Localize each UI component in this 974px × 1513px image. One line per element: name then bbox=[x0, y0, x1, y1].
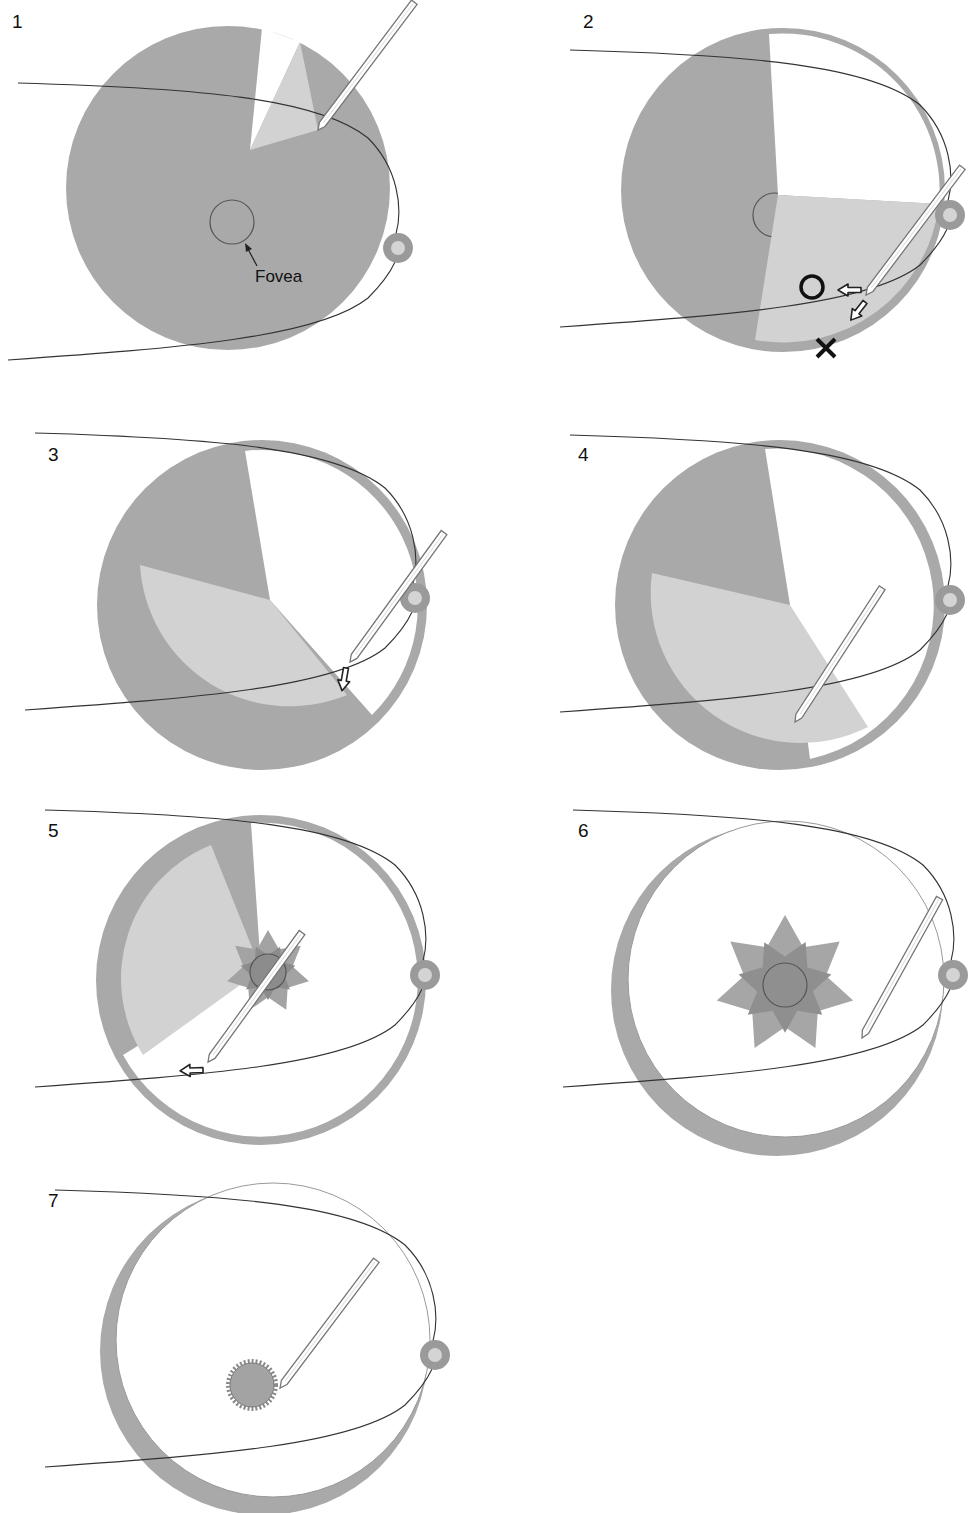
membrane-flap bbox=[755, 195, 939, 343]
forceps bbox=[859, 896, 943, 1039]
panel-4 bbox=[560, 435, 965, 770]
membrane-disk bbox=[615, 440, 945, 770]
leader-line bbox=[248, 249, 257, 266]
retina-disk bbox=[628, 821, 944, 1137]
panel-number: 4 bbox=[578, 445, 589, 466]
panel-7 bbox=[45, 1183, 450, 1513]
wrong-mark bbox=[817, 339, 835, 357]
forceps bbox=[205, 931, 305, 1065]
panel-number: 5 bbox=[48, 821, 59, 842]
wires-port bbox=[45, 1190, 450, 1467]
panel-number: 2 bbox=[583, 12, 594, 33]
wires-port bbox=[563, 810, 968, 1087]
forceps bbox=[792, 586, 885, 724]
fovea-circle bbox=[210, 200, 254, 244]
direction-arrow bbox=[336, 667, 352, 692]
remaining-membrane bbox=[725, 922, 848, 1044]
panel-number: 3 bbox=[48, 445, 59, 466]
membrane-disk bbox=[97, 440, 427, 770]
remaining-membrane bbox=[717, 915, 853, 1048]
wires-port bbox=[8, 83, 413, 360]
forceps bbox=[347, 531, 447, 665]
panel-6 bbox=[563, 810, 968, 1156]
membrane-flap bbox=[250, 42, 318, 150]
membrane-disk bbox=[66, 26, 390, 350]
panel-1 bbox=[8, 0, 417, 360]
direction-arrow bbox=[838, 284, 861, 296]
wires-port bbox=[35, 810, 440, 1087]
wires-port bbox=[25, 433, 430, 710]
forceps bbox=[315, 0, 417, 132]
panel-5 bbox=[35, 810, 440, 1145]
forceps bbox=[863, 165, 965, 297]
retina-disk bbox=[116, 1183, 430, 1497]
membrane-disk bbox=[96, 815, 426, 1145]
panel-number: 6 bbox=[578, 821, 589, 842]
forceps bbox=[277, 1258, 379, 1390]
wires-port bbox=[560, 435, 965, 712]
structure-label: Fovea bbox=[255, 268, 302, 287]
membrane-flap bbox=[140, 565, 347, 706]
peeled-area bbox=[769, 33, 940, 204]
panel-2 bbox=[560, 28, 965, 357]
membrane-edge bbox=[228, 1361, 276, 1409]
fovea-membrane bbox=[230, 1363, 274, 1407]
wires-port bbox=[560, 50, 965, 327]
fovea-circle bbox=[763, 963, 807, 1007]
leader-arrowhead bbox=[245, 243, 252, 252]
panel-3 bbox=[25, 433, 447, 770]
panel-number: 1 bbox=[12, 12, 23, 33]
panel-number: 7 bbox=[48, 1191, 59, 1212]
direction-arrow bbox=[846, 298, 870, 324]
membrane-disk bbox=[621, 28, 945, 352]
correct-mark bbox=[801, 276, 823, 298]
direction-arrow bbox=[180, 1064, 203, 1077]
